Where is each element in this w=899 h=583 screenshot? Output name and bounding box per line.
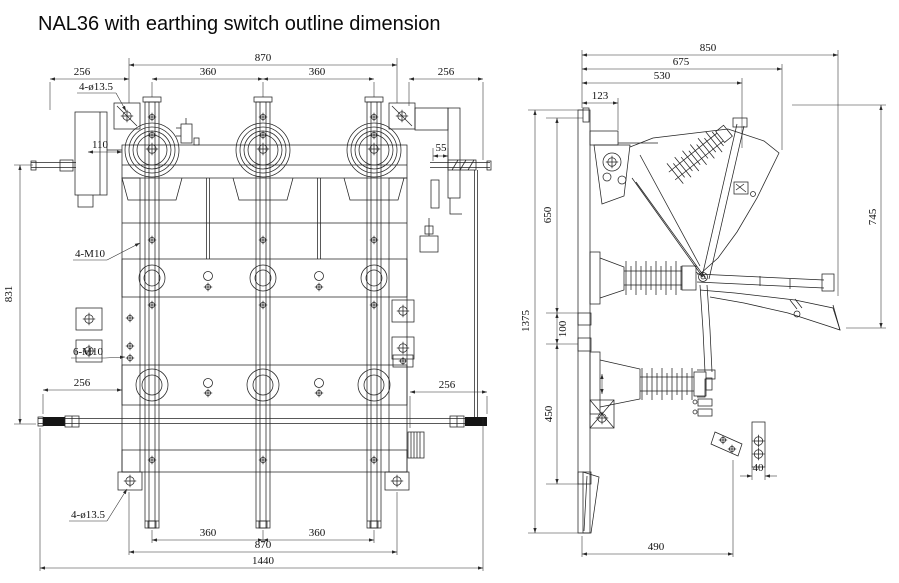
dim-850: 850 [700,42,717,54]
dim-mid-256-right: 256 [439,379,456,391]
dim-top-360-left: 360 [200,66,217,78]
front-view-dimensions: 870 360 360 256 256 4-ø13.5 110 55 831 4… [3,52,488,571]
earthing-rod [37,415,487,428]
dim-top-870: 870 [255,52,272,64]
dim-530: 530 [654,70,671,82]
side-view-drawing [577,107,841,534]
dim-top-256-left: 256 [74,66,91,78]
dim-745: 745 [867,208,879,225]
right-mechanism [388,102,462,253]
upper-interlock-rod [30,159,76,172]
left-bracket [74,102,141,208]
side-bolt-plates [75,299,425,459]
label-4-m10: 4-M10 [75,248,105,260]
main-bushing [589,251,704,305]
dim-55: 55 [436,142,448,154]
dim-123: 123 [592,90,609,102]
label-hole-top: 4-ø13.5 [79,81,113,93]
dim-831: 831 [3,286,15,303]
dim-top-360-right: 360 [309,66,326,78]
upper-insulator [666,124,733,184]
label-6-m10: 6-M10 [73,346,103,358]
tie-rod-right [315,178,324,397]
dim-mid-256-left: 256 [74,377,91,389]
dim-40: 40 [753,462,765,474]
pole-a [122,97,182,528]
pole-c [344,97,404,528]
terminal-strap [692,284,766,468]
label-hole-bottom: 4-ø13.5 [71,509,105,521]
drawing-title: NAL36 with earthing switch outline dimen… [38,13,440,35]
front-view-drawing [30,97,492,528]
blade-linkage [629,117,841,331]
side-view-dimensions: 850 675 530 123 650 1375 100 450 745 40 … [520,42,886,557]
dim-450: 450 [543,405,555,422]
dim-100: 100 [557,320,569,337]
dim-bottom-870: 870 [255,539,272,551]
pole-b [233,97,293,528]
hinge-bracket [589,130,658,205]
dim-110: 110 [92,139,109,151]
dim-top-256-right: 256 [438,66,455,78]
drive-rod [430,159,492,417]
dim-490: 490 [648,541,665,553]
dim-650: 650 [542,206,554,223]
dim-1375: 1375 [520,310,532,333]
latch-detail [176,118,200,146]
dim-bottom-360-left: 360 [200,527,217,539]
dim-bottom-360-right: 360 [309,527,326,539]
dim-675: 675 [673,56,690,68]
earthing-bushing [589,351,713,415]
tie-rod-left [204,178,213,397]
dim-1440: 1440 [252,555,275,567]
base-leg [582,399,615,534]
